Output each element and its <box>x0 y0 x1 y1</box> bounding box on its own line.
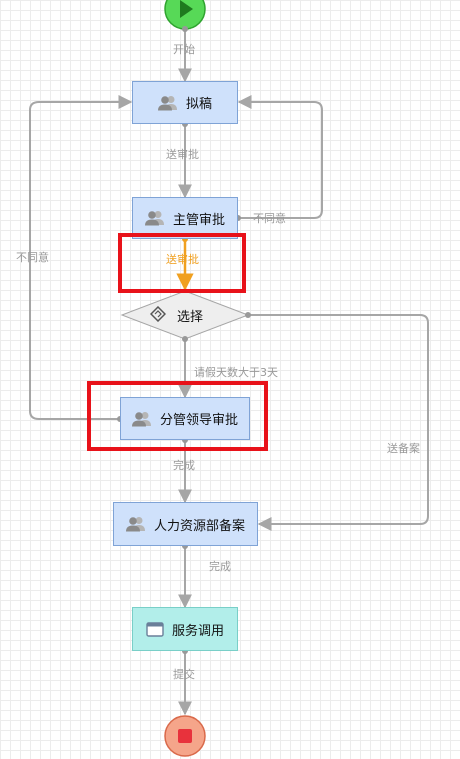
edge-label-done-2: 完成 <box>209 560 231 573</box>
choice-gateway-label: 选择 <box>177 310 204 325</box>
end-event[interactable] <box>164 715 206 757</box>
gateway-icon <box>149 305 167 323</box>
node-dept-leader-approval-label: 分管领导审批 <box>159 413 238 428</box>
edge-label-leave-over-3: 请假天数大于3天 <box>194 366 278 379</box>
edge-disagree-right[interactable] <box>237 95 323 219</box>
edge-label-send-approval-1: 送审批 <box>166 148 199 161</box>
highlight-box-send-approval <box>118 233 246 293</box>
edge-disagree-left[interactable] <box>29 95 133 420</box>
node-service-call[interactable]: 服务调用 <box>132 607 238 651</box>
user-group-icon <box>125 516 146 532</box>
user-group-icon <box>144 210 165 226</box>
node-dept-leader-approval[interactable]: 分管领导审批 <box>120 397 250 440</box>
edge-label-send-approval-2: 送审批 <box>166 253 199 266</box>
edge-label-send-record: 送备案 <box>387 442 420 455</box>
edge-label-disagree-left: 不同意 <box>16 251 49 264</box>
edge-label-start: 开始 <box>173 43 195 56</box>
play-icon <box>180 0 193 18</box>
edge-send-record[interactable] <box>248 314 429 531</box>
highlight-box-dept-leader <box>87 381 268 451</box>
node-draft[interactable]: 拟稿 <box>132 81 238 124</box>
edge-label-disagree-right: 不同意 <box>253 212 286 225</box>
node-hr-record-label: 人力资源部备案 <box>153 518 245 534</box>
node-supervisor-approval-label: 主管审批 <box>172 212 225 228</box>
node-draft-label: 拟稿 <box>185 97 212 112</box>
node-hr-record[interactable]: 人力资源部备案 <box>113 502 258 546</box>
edge-label-done-1: 完成 <box>173 459 195 472</box>
user-group-icon <box>131 411 152 427</box>
stop-icon <box>178 729 192 743</box>
node-supervisor-approval[interactable]: 主管审批 <box>132 197 238 239</box>
node-service-call-label: 服务调用 <box>171 623 224 639</box>
user-group-icon <box>157 95 178 111</box>
start-event[interactable] <box>164 0 206 30</box>
window-icon <box>146 621 164 637</box>
edge-label-submit: 提交 <box>173 668 195 681</box>
